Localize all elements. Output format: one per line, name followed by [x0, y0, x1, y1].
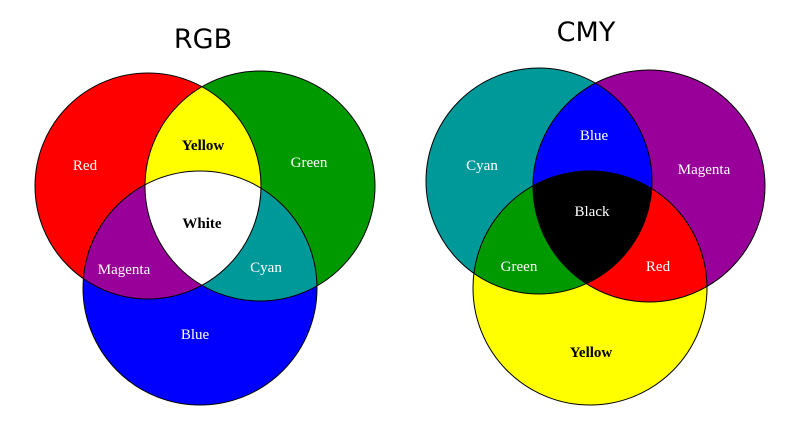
cmy-label-magenta: Magenta [678, 162, 731, 178]
rgb-label-blue: Blue [181, 327, 210, 343]
cmy-label-red: Red [646, 259, 671, 275]
cmy-label-green: Green [501, 259, 538, 275]
rgb-label-green: Green [291, 155, 328, 171]
rgb-label-red: Red [73, 158, 98, 174]
cmy-label-cyan: Cyan [466, 158, 498, 174]
cmy-title: CMY [557, 17, 616, 48]
rgb-venn: RGB Red Yellow Green White Magenta Cyan … [34, 24, 376, 406]
rgb-title: RGB [174, 24, 232, 55]
rgb-label-yellow: Yellow [182, 138, 225, 154]
cmy-label-blue: Blue [580, 128, 609, 144]
rgb-label-magenta: Magenta [98, 262, 151, 278]
cmy-label-yellow: Yellow [570, 345, 613, 361]
cmy-venn: CMY Cyan Blue Magenta Black Green Red Ye… [425, 17, 766, 406]
rgb-label-white: White [182, 216, 222, 232]
cmy-label-black: Black [575, 204, 610, 220]
rgb-label-cyan: Cyan [250, 260, 282, 276]
